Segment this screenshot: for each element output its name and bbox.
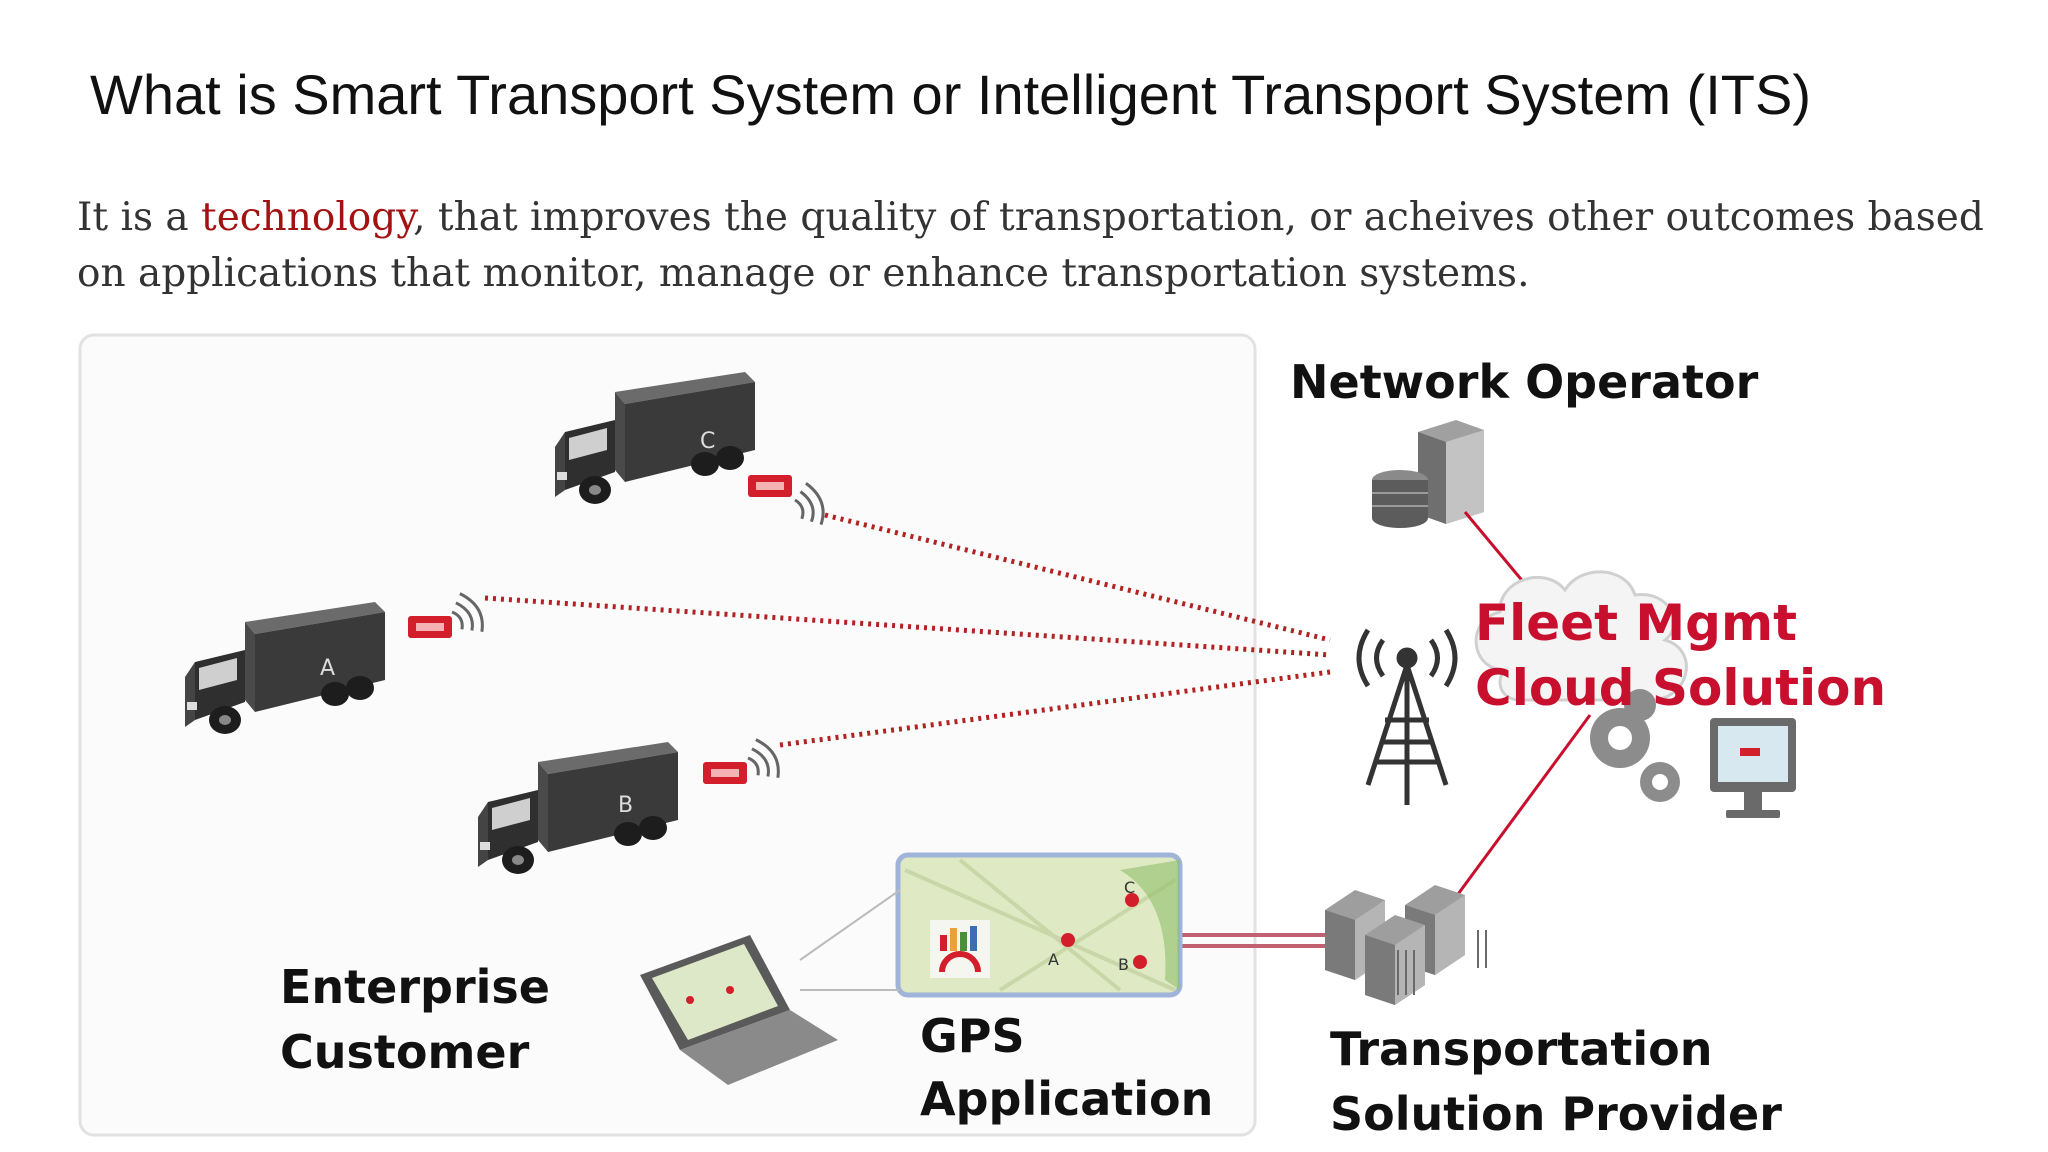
enterprise-customer-label-line1: Enterprise	[280, 960, 550, 1014]
truck-c-label: C	[700, 429, 715, 454]
gps-map-screen: A B C	[895, 852, 1183, 998]
solution-provider-buildings-icon	[1325, 885, 1487, 1005]
fleet-mgmt-label-line1: Fleet Mgmt	[1475, 594, 1797, 652]
gps-application-label-line1: GPS	[920, 1009, 1025, 1063]
cloud-icon	[1474, 570, 1688, 702]
network-operator-label: Network Operator	[1290, 355, 1759, 409]
laptop-icon	[640, 889, 901, 1085]
gauge-icon	[939, 951, 981, 973]
fleet-mgmt-label-line2: Cloud Solution	[1475, 659, 1886, 717]
intro-text-after: , that improves the quality of transport…	[77, 195, 1984, 296]
intro-text-before: It is a	[77, 195, 202, 240]
truck-a-label: A	[320, 656, 335, 681]
tracker-device-a-icon	[408, 616, 452, 638]
gps-application-label-line2: Application	[920, 1072, 1213, 1126]
bar-chart-icon	[940, 926, 977, 951]
map-marker-c-label: C	[1124, 878, 1135, 897]
intro-paragraph: It is a technology, that improves the qu…	[77, 190, 1997, 302]
wireless-links	[484, 512, 1331, 748]
map-marker-c	[1125, 893, 1139, 907]
solution-provider-label-line2: Solution Provider	[1330, 1087, 1782, 1141]
tracker-device-c-icon	[748, 475, 792, 497]
tracker-device-b-icon	[703, 762, 747, 784]
network-operator-server-icon	[1372, 420, 1484, 528]
monitor-icon	[1710, 718, 1796, 818]
map-marker-b	[1133, 955, 1147, 969]
solution-provider-label-line1: Transportation	[1330, 1022, 1713, 1076]
truck-b-label: B	[618, 793, 633, 818]
enterprise-customer-label-line2: Customer	[280, 1025, 530, 1079]
map-marker-a-label: A	[1048, 950, 1059, 969]
gears-icon	[1590, 689, 1680, 802]
technology-link[interactable]: technology	[201, 195, 414, 240]
map-marker-a	[1061, 933, 1075, 947]
page-title: What is Smart Transport System or Intell…	[90, 63, 1811, 126]
cell-tower-icon	[1356, 628, 1458, 805]
map-marker-b-label: B	[1118, 955, 1129, 974]
